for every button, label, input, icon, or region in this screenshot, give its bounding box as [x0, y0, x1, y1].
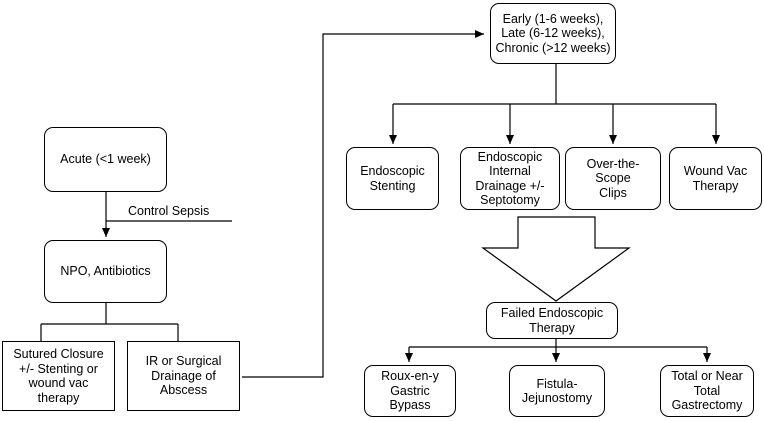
node-woundvac: Wound Vac Therapy [669, 147, 762, 210]
node-acute: Acute (<1 week) [44, 127, 167, 192]
node-internal: Endoscopic Internal Drainage +/- Septoto… [460, 147, 560, 210]
node-sutured: Sutured Closure +/- Stenting or wound va… [2, 341, 115, 411]
edge-drainage-to-phases [242, 30, 484, 378]
node-fistula: Fistula- Jejunostomy [509, 365, 605, 417]
hollow-down-arrow [481, 216, 631, 302]
node-npo: NPO, Antibiotics [44, 240, 167, 303]
node-stenting: Endoscopic Stenting [346, 147, 439, 210]
node-phases: Early (1-6 weeks), Late (6-12 weeks), Ch… [490, 3, 616, 64]
node-clips: Over-the-Scope Clips [565, 147, 661, 210]
edge-label-control-sepsis: Control Sepsis [128, 204, 210, 218]
node-gastrectomy: Total or Near Total Gastrectomy [660, 365, 754, 417]
node-failed: Failed Endoscopic Therapy [486, 302, 618, 339]
node-roux: Roux-en-y Gastric Bypass [364, 365, 456, 417]
node-drainage: IR or Surgical Drainage of Abscess [127, 341, 240, 411]
